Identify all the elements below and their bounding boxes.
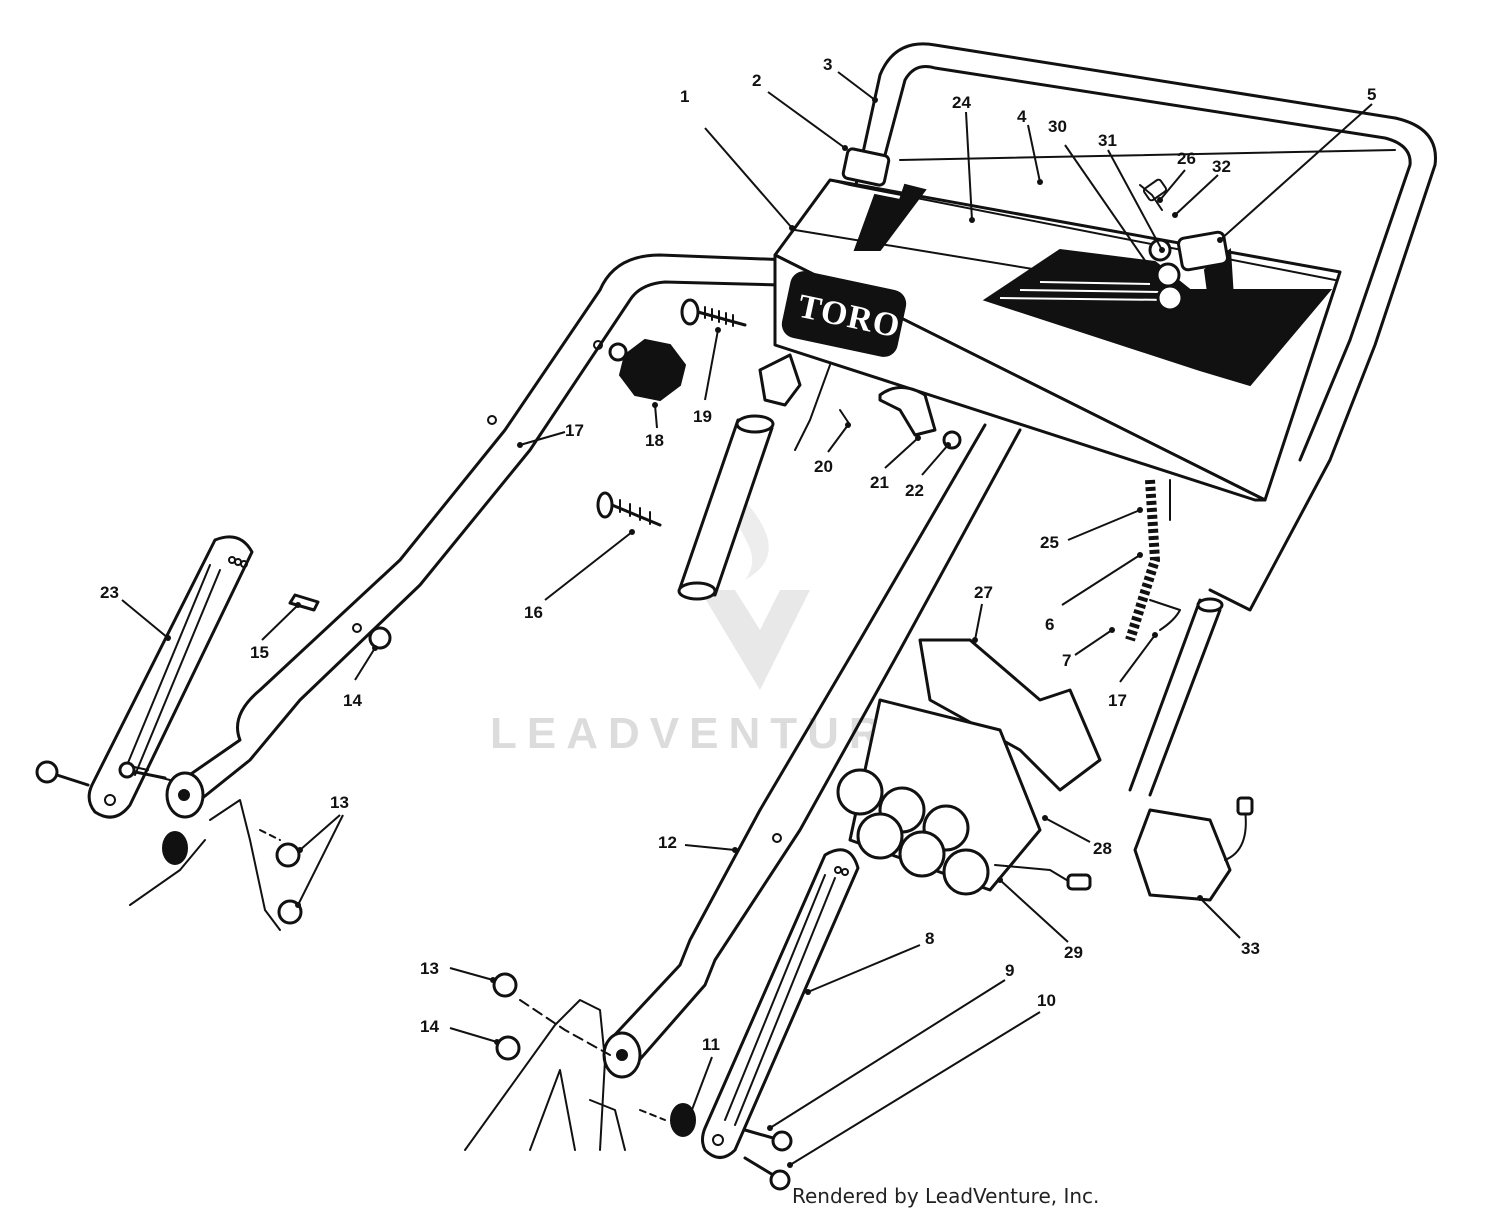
- callout-13-upper: 13: [330, 793, 349, 812]
- callout-6: 6: [1045, 615, 1054, 634]
- callout-30: 30: [1048, 117, 1067, 136]
- callout-14-upper: 14: [343, 691, 362, 710]
- watermark-logo-icon: [700, 590, 810, 690]
- callout-32: 32: [1212, 157, 1231, 176]
- callout-13-lower: 13: [420, 959, 439, 978]
- callout-2: 2: [752, 71, 761, 90]
- callout-3: 3: [823, 55, 832, 74]
- charger-33: [1133, 796, 1254, 902]
- callout-25: 25: [1040, 533, 1059, 552]
- lower-handle-right: [602, 423, 1022, 1079]
- callout-33: 33: [1241, 939, 1260, 958]
- handle-knob: [608, 338, 687, 402]
- callout-4: 4: [1017, 107, 1027, 126]
- throttle-knob: [841, 147, 891, 187]
- callout-31: 31: [1098, 131, 1117, 150]
- deck-outline-fragments: [129, 799, 666, 1151]
- callout-27: 27: [974, 583, 993, 602]
- watermark-text: LEADVENTURE: [490, 709, 930, 758]
- callout-18: 18: [645, 431, 664, 450]
- callout-labels: 1 2 3 4 5 24 30 31 26 32 25 6 7 17 27 28…: [100, 55, 1376, 1054]
- callout-17-left: 17: [565, 421, 584, 440]
- choke-knob: [1177, 230, 1229, 272]
- watermark: LEADVENTURE: [490, 500, 930, 758]
- nuts-and-washers: [162, 626, 696, 1137]
- side-bracket-23: [87, 535, 254, 819]
- footer-credit: Rendered by LeadVenture, Inc.: [792, 1184, 1100, 1208]
- callout-28: 28: [1093, 839, 1112, 858]
- callout-22: 22: [905, 481, 924, 500]
- callout-8: 8: [925, 929, 934, 948]
- left-bolts: [35, 593, 320, 787]
- control-panel: TORO: [773, 147, 1342, 502]
- callout-16: 16: [524, 603, 543, 622]
- battery-box: [836, 638, 1102, 896]
- callout-7: 7: [1062, 651, 1071, 670]
- bolts-9-10: [124, 764, 793, 1191]
- callout-5: 5: [1367, 85, 1376, 104]
- throttle-cable-spring: [1125, 479, 1181, 642]
- callout-10: 10: [1037, 991, 1056, 1010]
- carriage-bolt-19: [680, 298, 747, 327]
- callout-20: 20: [814, 457, 833, 476]
- ignition-key: [1142, 178, 1168, 202]
- right-tube-segment: [1128, 597, 1224, 797]
- watermark-flame-icon: [737, 500, 769, 580]
- callout-12: 12: [658, 833, 677, 852]
- leader-lines: [121, 71, 1373, 1168]
- callout-17-right: 17: [1108, 691, 1127, 710]
- callout-15: 15: [250, 643, 269, 662]
- lower-handle-left: [165, 253, 792, 819]
- callout-1: 1: [680, 87, 689, 106]
- callout-24: 24: [952, 93, 971, 112]
- callout-23: 23: [100, 583, 119, 602]
- callout-9: 9: [1005, 961, 1014, 980]
- callout-11: 11: [702, 1035, 720, 1054]
- upper-handle-loop: [848, 42, 1437, 612]
- tube-16: [596, 414, 775, 601]
- callout-26: 26: [1177, 149, 1196, 168]
- side-bracket-8: [701, 848, 860, 1159]
- callout-21: 21: [870, 473, 889, 492]
- cable-guide-assembly: [758, 353, 962, 451]
- callout-14-lower: 14: [420, 1017, 439, 1036]
- callout-19: 19: [693, 407, 712, 426]
- toro-logo: [781, 271, 907, 357]
- callout-29: 29: [1064, 943, 1083, 962]
